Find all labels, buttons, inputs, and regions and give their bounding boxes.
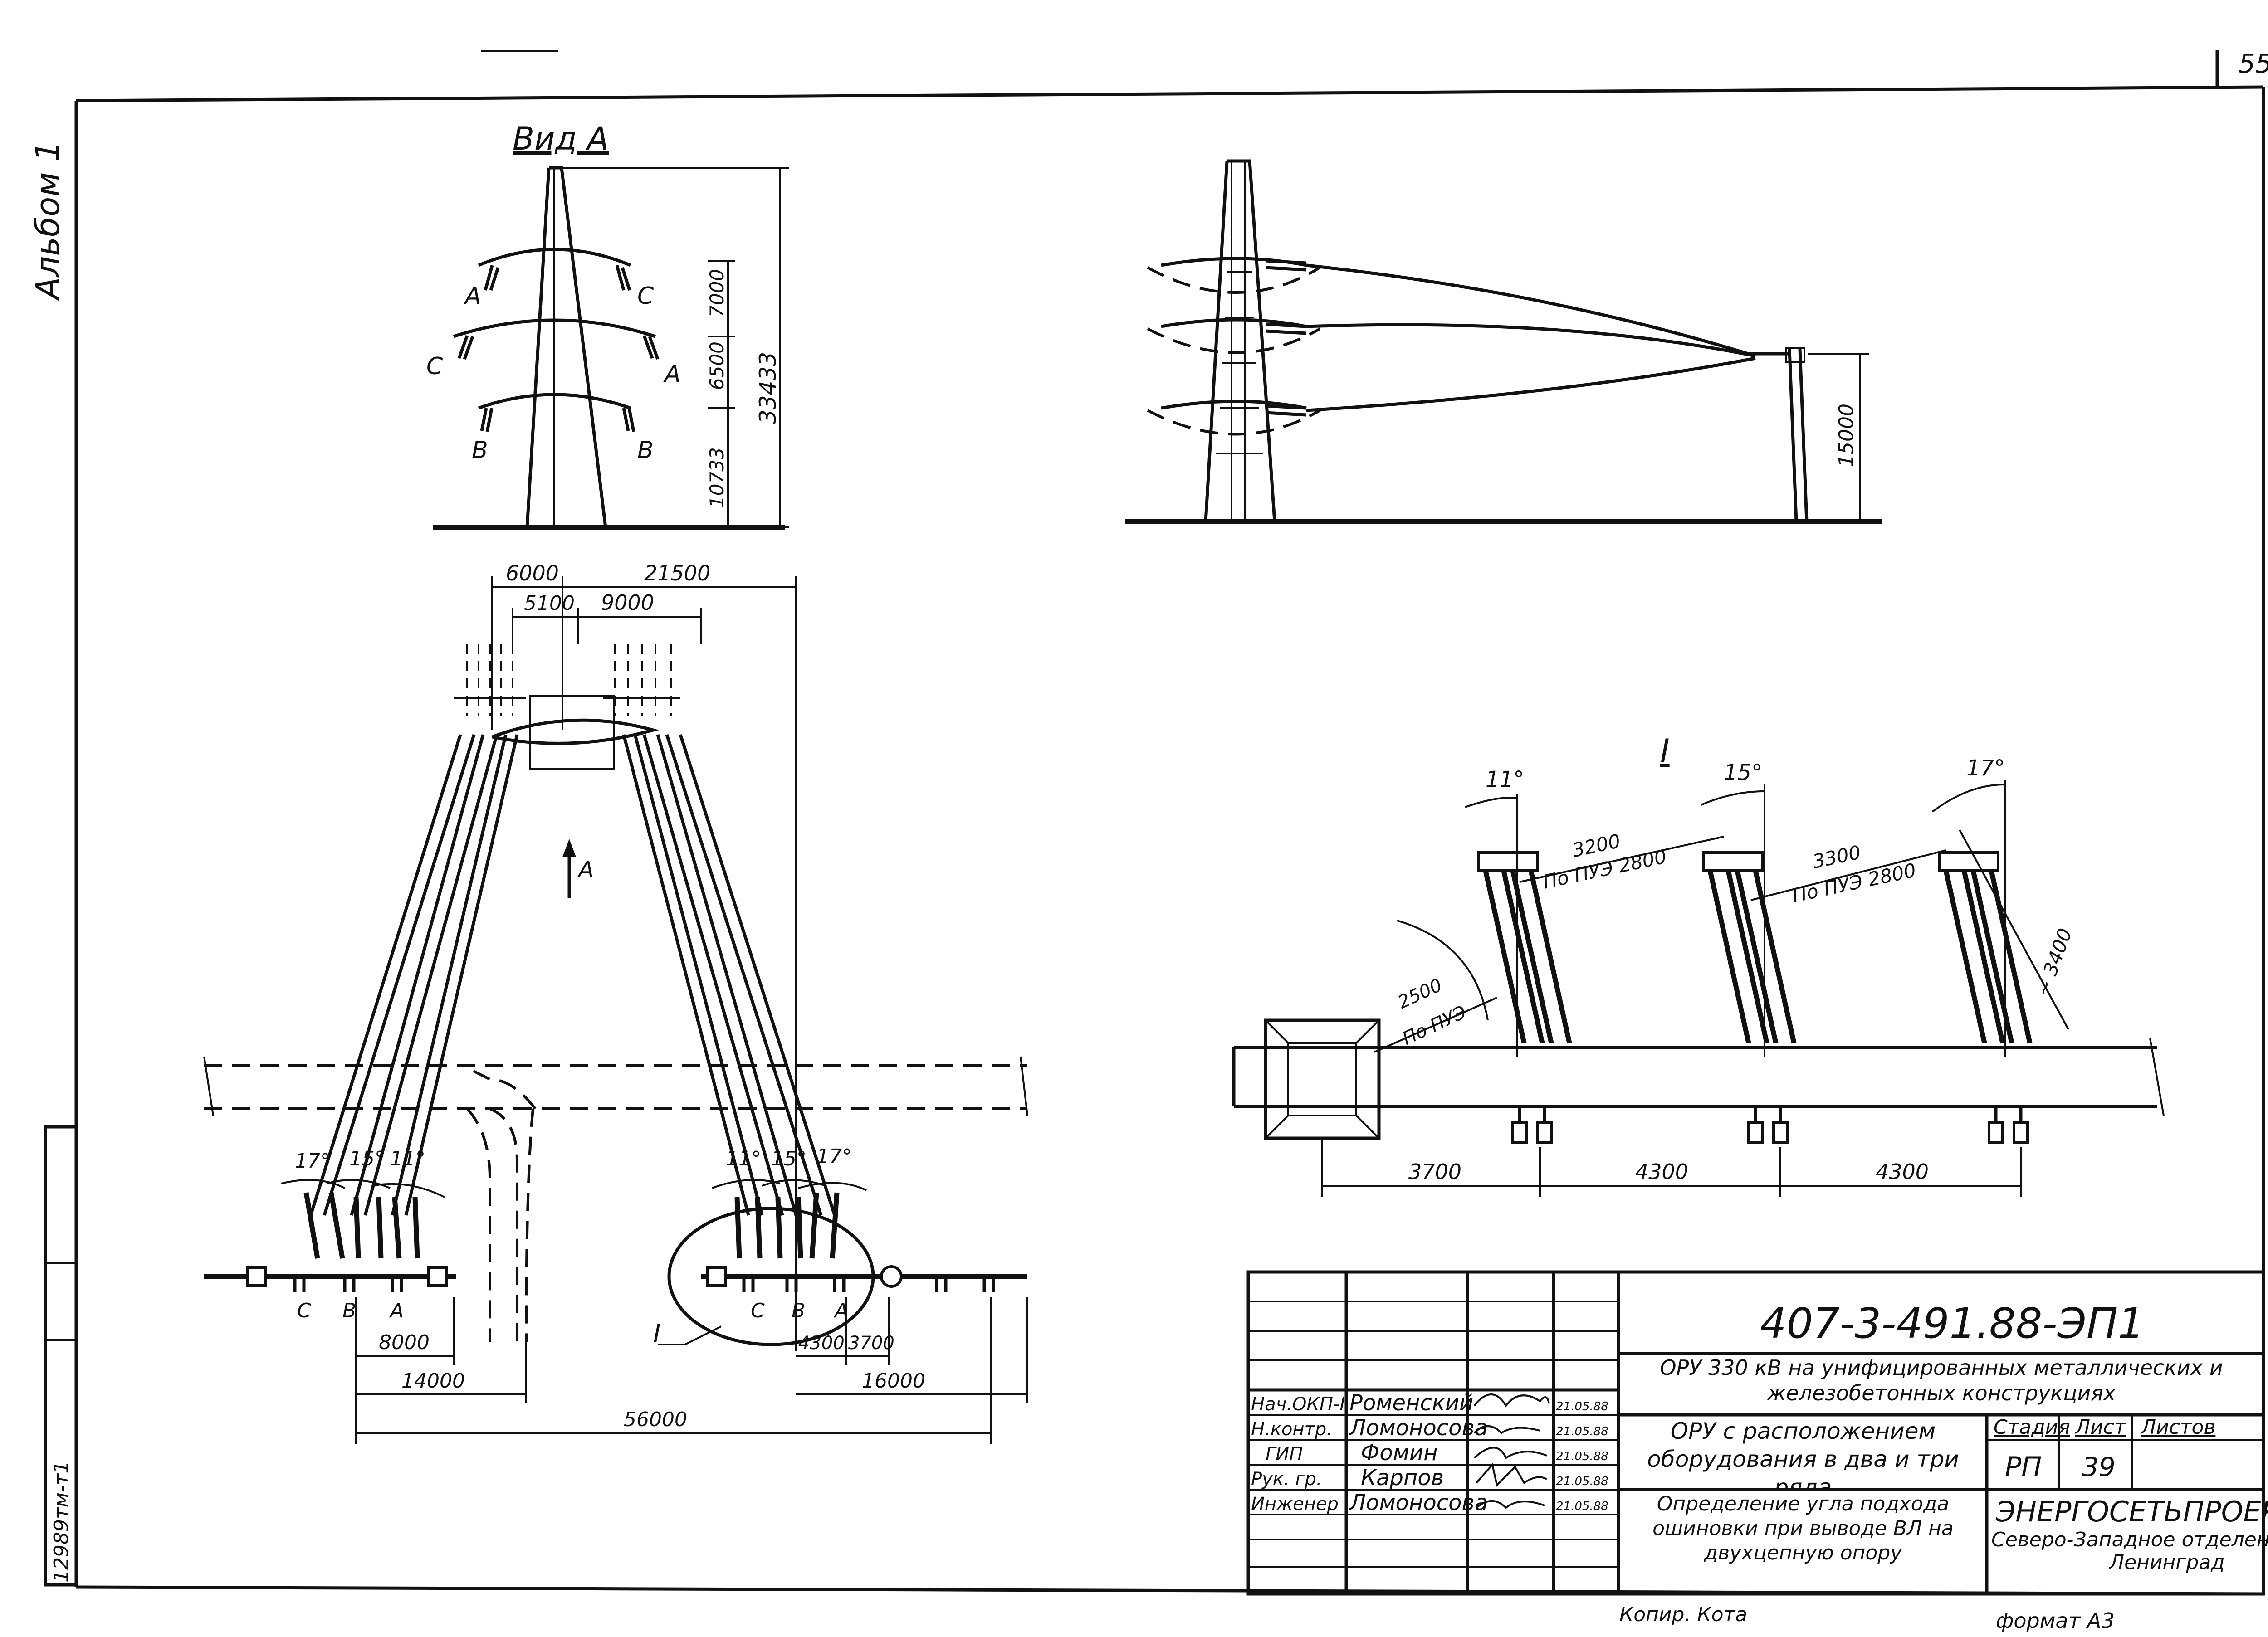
sheet-header: Лист (2074, 1416, 2126, 1439)
plan-left-strings (281, 1179, 445, 1259)
plan-dim-9000: 9000 (601, 590, 654, 615)
detail-dim-4300-a: 4300 (1635, 1160, 1688, 1184)
insulator-strings (457, 265, 660, 432)
plan-dim-6000: 6000 (506, 561, 559, 585)
detail-i: I 2500 По ПУЭ 11° 15° 17° 3200 По ПУЭ (1232, 732, 2165, 1197)
plan-view: 6000 21500 5100 9000 А (203, 561, 1028, 1444)
plan-angle-right-2: 15° (771, 1147, 807, 1170)
view-a-phase-3: C (426, 353, 443, 380)
album-label: Альбом 1 (29, 141, 67, 301)
detail-angle-1: 11° (1486, 767, 1524, 792)
sheet-number: 39 (2082, 1452, 2116, 1482)
view-a-dim-6500: 6500 (706, 341, 728, 390)
detail-dim-4300-b: 4300 (1876, 1160, 1929, 1184)
signature-2 (1473, 1425, 1540, 1434)
project-title-box: ОРУ 330 кВ на унифицированных металличес… (1660, 1355, 2223, 1405)
detail-supports (1511, 1106, 2029, 1144)
signature-rows: Нач.ОКП-I Роменский 21.05.88 Н.контр. Ло… (1251, 1390, 1608, 1515)
format-label: формат А3 (1996, 1608, 2115, 1633)
role-3: ГИП (1266, 1444, 1303, 1465)
plan-dim-56000: 56000 (624, 1408, 687, 1431)
side-view: 15000 (1125, 159, 1882, 524)
detail-strings (1477, 851, 2033, 1044)
plan-callout-ellipse (667, 1207, 875, 1346)
plan-angle-left-1: 17° (295, 1150, 330, 1173)
role-1: Нач.ОКП-I (1251, 1394, 1345, 1415)
plan-dim-16000: 16000 (862, 1369, 925, 1393)
plan-angle-right-3: 17° (816, 1145, 852, 1168)
view-a-phase-2: C (637, 283, 654, 310)
page-number: 55 (2239, 48, 2268, 79)
role-2: Н.контр. (1251, 1419, 1332, 1440)
plan-dim-3700: 3700 (848, 1333, 894, 1354)
detail-dim-3300: 3300 (1811, 841, 1863, 873)
side-dim-15000: 15000 (1835, 404, 1858, 467)
signature-5 (1476, 1500, 1545, 1509)
drawing-title: Определение угла подхода ошиновки при вы… (1652, 1492, 1954, 1564)
plan-angle-right-1: 11° (726, 1147, 761, 1170)
plan-dim-21500: 21500 (644, 561, 710, 585)
plan-phase-left-a: А (389, 1299, 404, 1322)
view-a-dim-33433: 33433 (755, 352, 781, 424)
date-4: 21.05.88 (1556, 1475, 1608, 1488)
sheets-header: Листов (2140, 1416, 2215, 1439)
sheet-title-box: ОРУ с расположением оборудования в два и… (1647, 1418, 1959, 1490)
date-5: 21.05.88 (1556, 1500, 1608, 1513)
plan-phase-right-c: С (751, 1299, 765, 1322)
org-branch: Северо-Западное отделение (1991, 1528, 2268, 1551)
plan-angle-left-2: 15° (349, 1147, 385, 1170)
name-5: Ломоносова (1349, 1490, 1488, 1515)
signature-4 (1476, 1462, 1548, 1487)
view-a-phase-4: A (663, 361, 681, 388)
plan-phase-left-c: С (297, 1299, 311, 1322)
detail-pue-2800-b: По ПУЭ 2800 (1790, 859, 1918, 907)
org-name: ЭНЕРГОСЕТЬПРОЕКТ (1995, 1495, 2268, 1528)
org-city: Ленинград (2108, 1551, 2225, 1574)
view-a: Вид А A C C A B B 7000 6500 10733 33433 (426, 120, 789, 530)
plan-phase-right-b: В (792, 1299, 805, 1322)
detail-title: I (1660, 732, 1670, 770)
view-a-phase-1: A (464, 283, 481, 310)
plan-angle-left-3: 11° (390, 1147, 425, 1170)
plan-dim-4300: 4300 (798, 1333, 845, 1354)
view-a-dim-7000: 7000 (706, 269, 728, 317)
detail-angle-3: 17° (1966, 755, 2005, 781)
name-1: Роменский (1349, 1390, 1473, 1416)
role-4: Рук. гр. (1251, 1469, 1322, 1490)
signature-1 (1473, 1393, 1550, 1408)
inventory-stamp (44, 1125, 78, 1587)
name-2: Ломоносова (1349, 1415, 1488, 1441)
doc-code: 407-3-491.88-ЭП1 (1760, 1299, 2145, 1348)
sheet-title: ОРУ с расположением оборудования в два и… (1647, 1418, 1959, 1490)
copy-label: Копир. Кота (1619, 1603, 1747, 1626)
stage-header: Стадия (1994, 1416, 2070, 1439)
stage-value: РП (2005, 1451, 2042, 1483)
date-2: 21.05.88 (1556, 1425, 1608, 1438)
view-a-title: Вид А (513, 120, 609, 157)
drawing-title-box: Определение угла подхода ошиновки при вы… (1652, 1492, 1954, 1564)
plan-arrow-label: А (577, 857, 594, 883)
plan-dim-8000: 8000 (379, 1331, 430, 1354)
signature-3 (1473, 1447, 1547, 1459)
project-title: ОРУ 330 кВ на унифицированных металличес… (1660, 1355, 2223, 1405)
name-3: Фомин (1361, 1440, 1437, 1466)
view-a-dim-10733: 10733 (706, 447, 728, 508)
detail-dim-3400: ~ 3400 (2031, 926, 2076, 999)
view-a-phase-6: B (637, 437, 654, 464)
inventory-number: 12989тм-т1 (50, 1461, 73, 1583)
date-1: 21.05.88 (1556, 1400, 1608, 1413)
name-4: Карпов (1361, 1465, 1444, 1491)
plan-phase-left-b: В (342, 1299, 356, 1322)
role-5: Инженер (1251, 1494, 1339, 1515)
plan-dim-5100: 5100 (524, 592, 575, 615)
view-a-phase-5: B (472, 437, 488, 464)
detail-dim-3700: 3700 (1408, 1160, 1461, 1184)
plan-callout-label: I (653, 1319, 661, 1349)
date-3: 21.05.88 (1556, 1450, 1608, 1463)
detail-angle-2: 15° (1724, 760, 1762, 785)
plan-dim-14000: 14000 (401, 1369, 465, 1393)
title-block (1246, 1270, 2265, 1596)
detail-dim-2500: 2500 (1395, 974, 1446, 1013)
